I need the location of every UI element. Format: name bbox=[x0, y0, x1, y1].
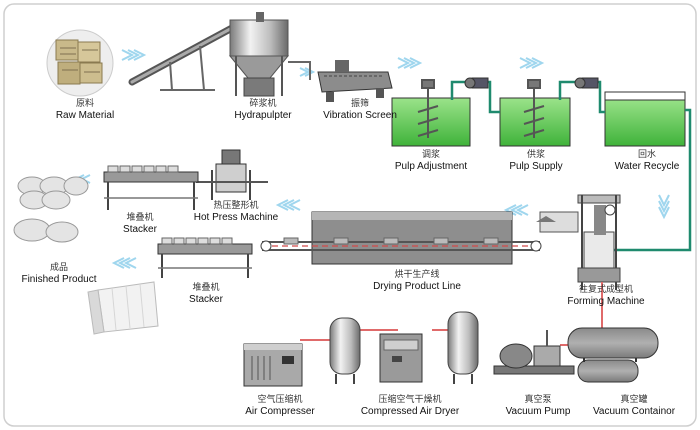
label-vacuum-container: 真空罐 Vacuum Containor bbox=[582, 394, 686, 418]
vibration-screen-machine bbox=[317, 60, 393, 102]
label-stacker-top: 堆叠机 Stacker bbox=[110, 212, 170, 236]
air-line bbox=[300, 329, 450, 341]
air-dryer-cn: 压缩空气干燥机 bbox=[378, 395, 442, 405]
finished-product-cn: 成品 bbox=[49, 263, 68, 273]
hydrapulper-machine bbox=[228, 12, 311, 97]
vacuum-container-cn: 真空罐 bbox=[620, 395, 648, 405]
hydrapulpter-en: Hydrapulpter bbox=[234, 110, 292, 121]
stacker-bottom-cn: 堆叠机 bbox=[192, 283, 220, 293]
hot-press-cn: 热压整形机 bbox=[213, 201, 259, 211]
pulp-supply-cn: 供浆 bbox=[526, 150, 545, 160]
water-recycle-cn: 回水 bbox=[637, 150, 656, 160]
finished-product-stack bbox=[87, 281, 159, 335]
vibration-screen-en: Vibration Screen bbox=[323, 110, 397, 121]
raw-material-cn: 原料 bbox=[75, 99, 94, 109]
pulp-adjustment-cn: 调浆 bbox=[421, 150, 440, 160]
hydrapulpter-cn: 碎浆机 bbox=[249, 99, 277, 109]
vacuum-container-en: Vacuum Containor bbox=[592, 406, 676, 417]
raw-material-icon bbox=[46, 29, 114, 97]
label-forming-machine: 往复式成型机 Forming Machine bbox=[556, 284, 656, 308]
label-drying-line: 烘干生产线 Drying Product Line bbox=[362, 269, 472, 293]
stacker-bottom-en: Stacker bbox=[189, 294, 223, 305]
drying-line bbox=[260, 211, 542, 265]
label-stacker-bottom: 堆叠机 Stacker bbox=[176, 282, 236, 306]
air-tank-right bbox=[447, 311, 479, 384]
drying-line-en: Drying Product Line bbox=[373, 281, 461, 292]
label-air-dryer: 压缩空气干燥机 Compressed Air Dryer bbox=[350, 394, 470, 418]
vibration-screen-cn: 振筛 bbox=[350, 99, 369, 109]
hot-press-en: Hot Press Machine bbox=[193, 212, 279, 223]
vacuum-pump-en: Vacuum Pump bbox=[505, 406, 571, 417]
air-tank-left bbox=[329, 317, 361, 384]
water-recycle-en: Water Recycle bbox=[614, 161, 680, 172]
hot-press-machine bbox=[196, 149, 268, 200]
air-compressor-unit bbox=[243, 343, 303, 387]
air-dryer-unit bbox=[379, 333, 423, 383]
stacker-top-en: Stacker bbox=[123, 224, 157, 235]
label-raw-material: 原料 Raw Material bbox=[40, 98, 130, 122]
vacuum-container-tank bbox=[567, 327, 659, 383]
pumps bbox=[464, 77, 599, 89]
forming-machine bbox=[536, 194, 621, 290]
stacker-top bbox=[103, 165, 199, 210]
label-hydrapulpter: 碎浆机 Hydrapulpter bbox=[218, 98, 308, 122]
label-pulp-supply: 供浆 Pulp Supply bbox=[494, 149, 578, 173]
drying-line-cn: 烘干生产线 bbox=[394, 270, 440, 280]
finished-product-trays bbox=[13, 176, 89, 243]
pulp-supply-en: Pulp Supply bbox=[509, 161, 563, 172]
pulp-adjustment-en: Pulp Adjustment bbox=[394, 161, 468, 172]
raw-material-en: Raw Material bbox=[55, 110, 115, 121]
outer-frame bbox=[3, 3, 697, 427]
conveyor-belt bbox=[128, 24, 236, 91]
air-compressor-en: Air Compresser bbox=[245, 406, 315, 417]
label-water-recycle: 回水 Water Recycle bbox=[600, 149, 694, 173]
pulp-tanks bbox=[391, 77, 692, 252]
label-air-compressor: 空气压缩机 Air Compresser bbox=[232, 394, 328, 418]
label-vibration-screen: 振筛 Vibration Screen bbox=[312, 98, 408, 122]
label-vacuum-pump: 真空泵 Vacuum Pump bbox=[496, 394, 580, 418]
finished-product-en: Finished Product bbox=[21, 274, 97, 285]
label-pulp-adjustment: 调浆 Pulp Adjustment bbox=[386, 149, 476, 173]
label-finished-product: 成品 Finished Product bbox=[14, 262, 104, 286]
forming-machine-cn: 往复式成型机 bbox=[578, 285, 633, 295]
stacker-top-cn: 堆叠机 bbox=[126, 213, 154, 223]
air-compressor-cn: 空气压缩机 bbox=[257, 395, 303, 405]
vacuum-pump-unit bbox=[493, 330, 575, 375]
stacker-bottom bbox=[157, 237, 253, 278]
air-dryer-en: Compressed Air Dryer bbox=[360, 406, 460, 417]
forming-machine-en: Forming Machine bbox=[567, 296, 645, 307]
label-hot-press: 热压整形机 Hot Press Machine bbox=[186, 200, 286, 224]
vacuum-pump-cn: 真空泵 bbox=[524, 395, 552, 405]
